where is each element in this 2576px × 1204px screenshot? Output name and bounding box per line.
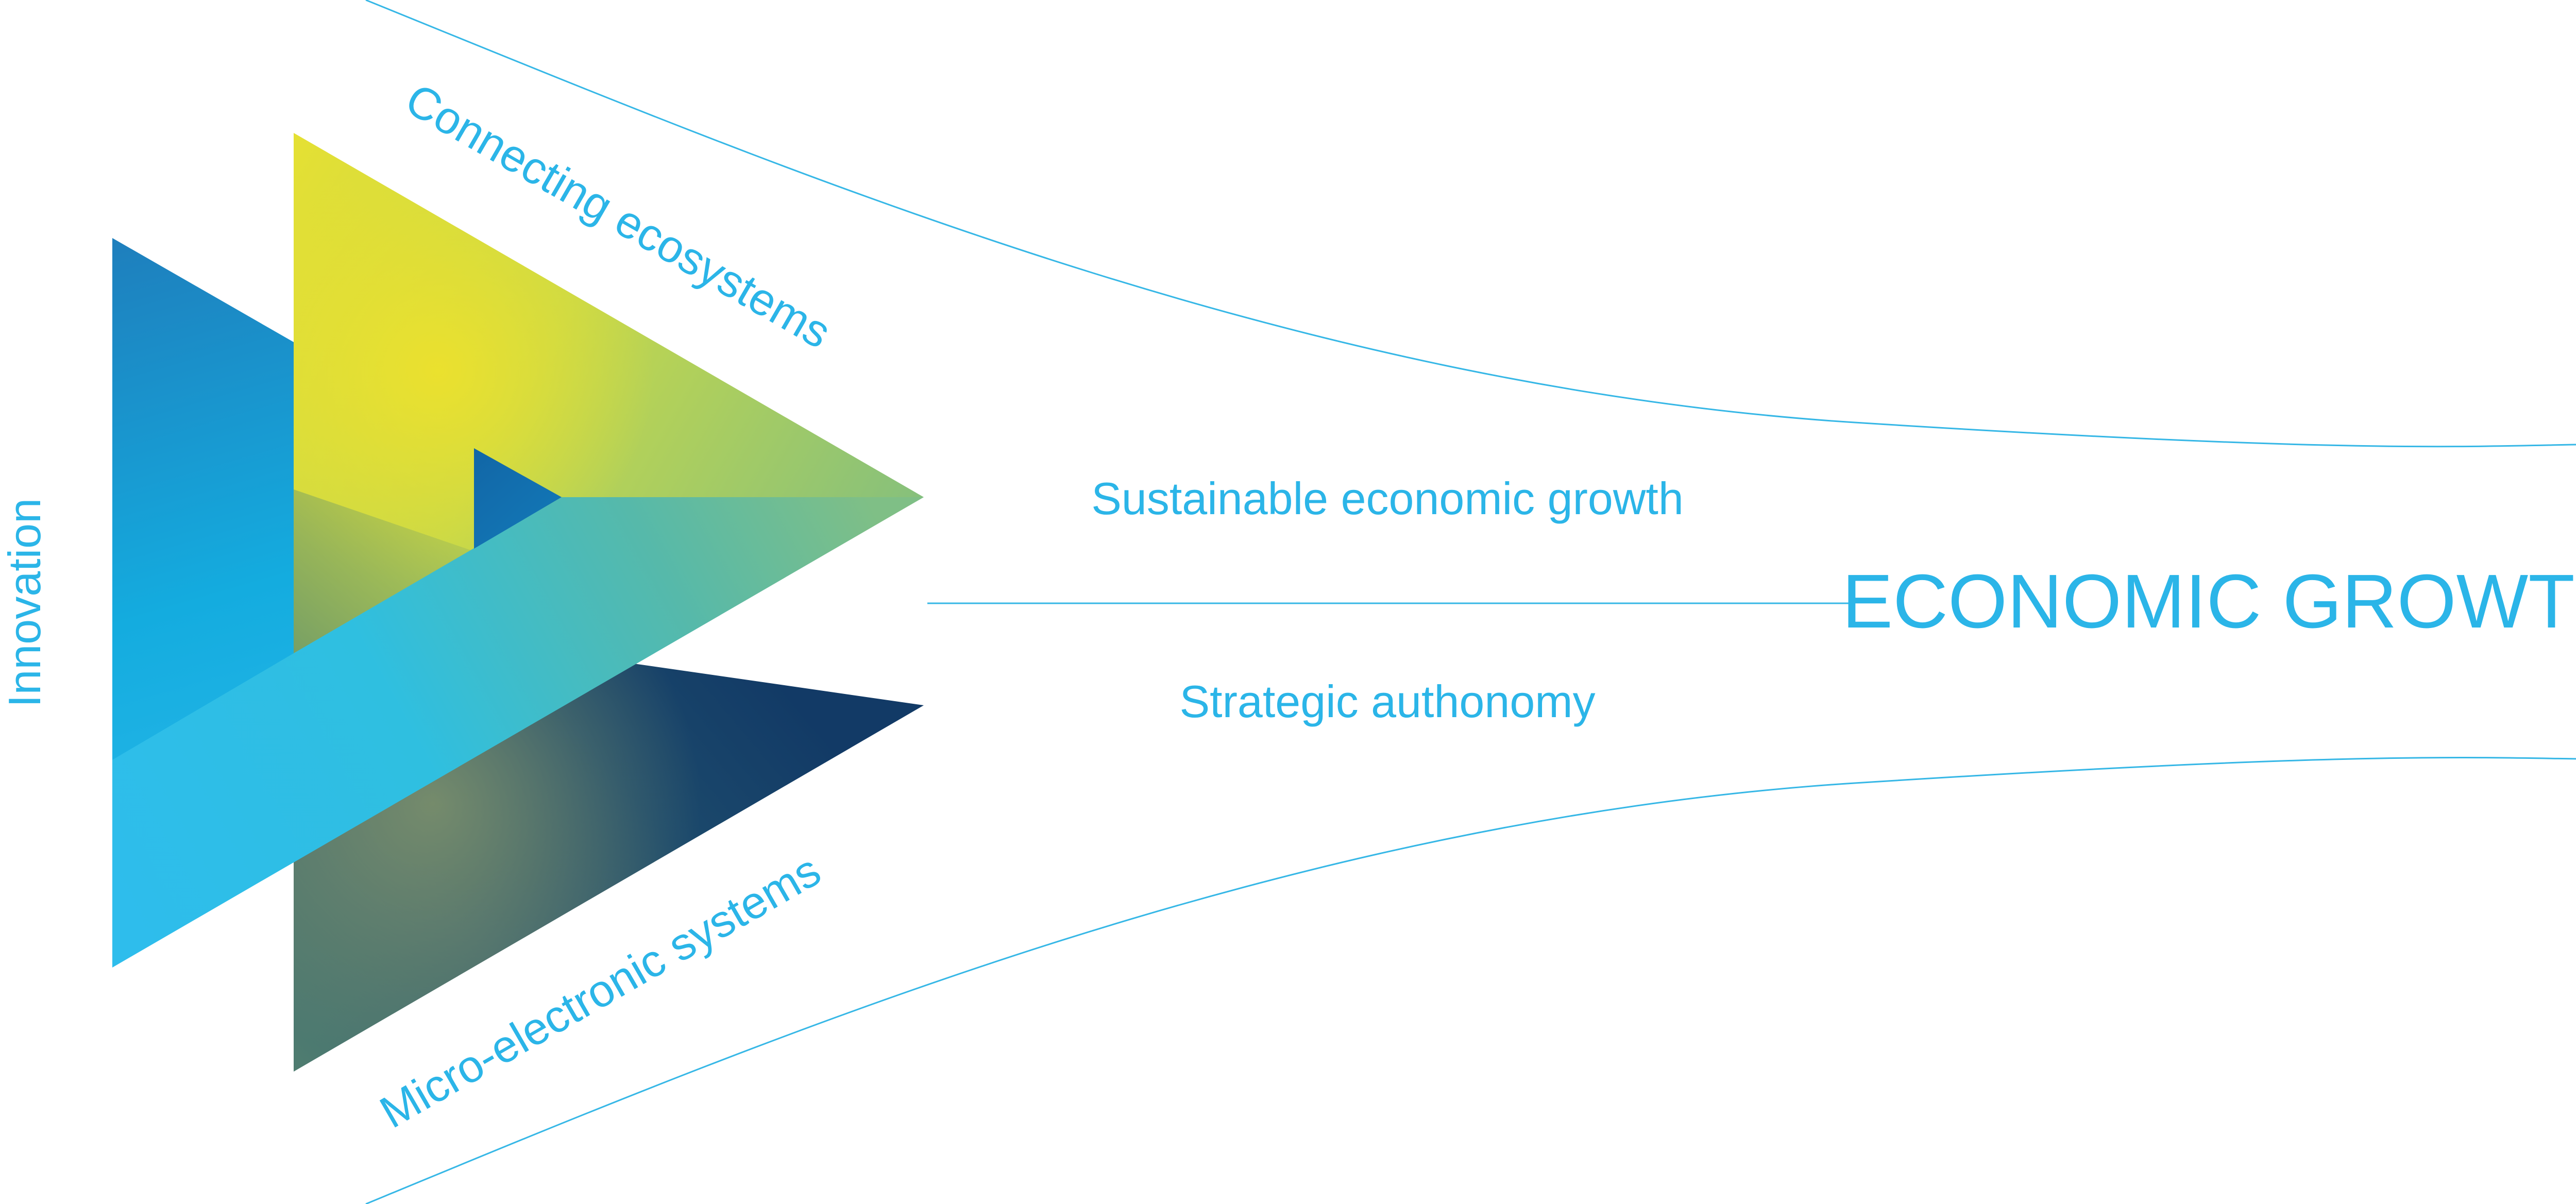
funnel-bottom-curve xyxy=(365,756,2576,1204)
inner-notch xyxy=(474,448,562,549)
funnel-top-curve xyxy=(365,0,2576,448)
economic-growth-title: ECONOMIC GROWTH xyxy=(1842,559,2576,644)
top-triangle-shade xyxy=(294,489,474,653)
innovation-label: Innovation xyxy=(0,498,50,707)
overlap-band xyxy=(112,497,924,968)
sustainable-economic-growth-label: Sustainable economic growth xyxy=(1091,473,1684,524)
strategic-authonomy-label: Strategic authonomy xyxy=(1179,676,1595,727)
